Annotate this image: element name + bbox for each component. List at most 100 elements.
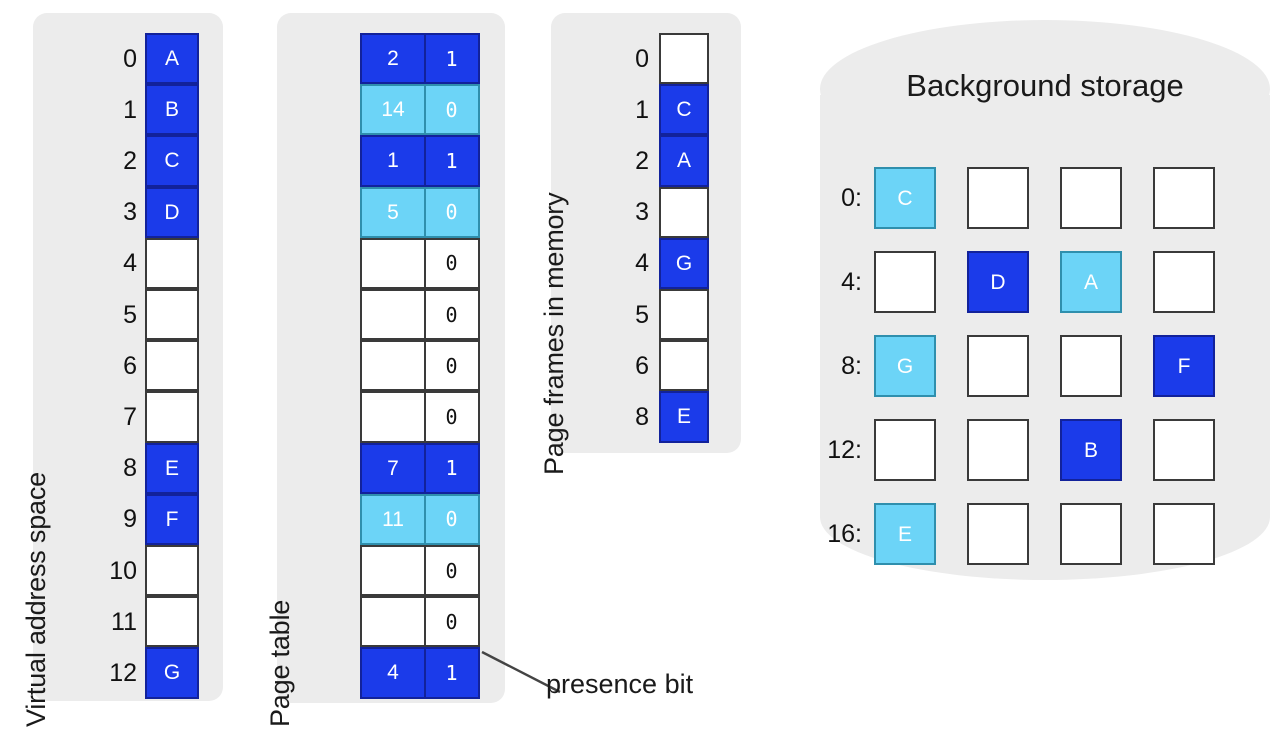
page-table-presence-cell-0: 1 [423,33,480,85]
cell-value: 14 [381,98,405,122]
page-table-frame-cell-4 [360,237,426,289]
page-table-presence-cell-3: 0 [423,186,480,238]
page-table-presence-cell-10: 0 [423,545,480,597]
vas-cell-4 [145,237,199,289]
cell-value: 0 [445,507,458,532]
vas-cell-10 [145,545,199,597]
row-index-label: 1 [123,95,137,124]
cell-value: G [896,354,914,378]
page-table-frame-cell-6 [360,340,426,392]
row-index-label: 0 [123,44,137,73]
page-table-presence-cell-9: 0 [423,493,480,545]
cell-value: 0 [445,251,458,276]
cell-value: 1 [445,660,458,685]
row-index-label: 6 [635,351,649,380]
cell-value: A [164,47,179,71]
cell-value: 0 [445,97,458,122]
cell-value: C [676,98,692,122]
cell-value: A [1083,270,1098,294]
storage-cell-r1-c3 [1153,251,1215,313]
storage-row-label: 0: [841,184,862,212]
storage-cell-r4-c1 [967,503,1029,565]
page-table-frame-cell-9: 11 [360,493,426,545]
cell-value: 1 [445,456,458,481]
page-table-frame-cell-3: 5 [360,186,426,238]
storage-cell-r4-c0: E [874,503,936,565]
page-table-presence-cell-11: 0 [423,596,480,648]
row-index-label: 5 [635,300,649,329]
page-table-frame-cell-2: 1 [360,135,426,187]
vas-cell-0: A [145,33,199,85]
page-table-presence-cell-7: 0 [423,391,480,443]
vas-cell-11 [145,596,199,648]
cell-value: 0 [445,558,458,583]
page-table-frame-cell-11 [360,596,426,648]
cell-value: 0 [445,302,458,327]
virtual-address-space-caption: Virtual address space [21,472,51,727]
storage-cell-r0-c3 [1153,167,1215,229]
cell-value: A [676,149,691,173]
page-frames-panel [551,13,741,453]
cell-value: 11 [382,507,404,531]
vas-cell-12: G [145,647,199,699]
page-table-frame-cell-0: 2 [360,33,426,85]
storage-cell-r0-c1 [967,167,1029,229]
cell-value: C [897,186,913,210]
page-frame-cell-2: A [659,135,709,187]
cell-value: 1 [387,149,399,173]
page-frame-cell-3 [659,186,709,238]
row-index-label: 6 [123,351,137,380]
storage-cell-r3-c1 [967,419,1029,481]
presence-bit-label: presence bit [546,669,694,699]
page-frame-cell-1: C [659,84,709,136]
page-table-presence-cell-8: 1 [423,442,480,494]
row-index-label: 8 [123,454,137,483]
vas-cell-2: C [145,135,199,187]
page-table-frame-cell-8: 7 [360,442,426,494]
row-index-label: 3 [123,198,137,227]
page-frame-cell-0 [659,33,709,85]
vas-cell-3: D [145,186,199,238]
cell-value: 0 [445,200,458,225]
page-frame-cell-6 [659,340,709,392]
vas-cell-5 [145,289,199,341]
cell-value: G [163,661,181,685]
storage-cell-r3-c2: B [1060,419,1122,481]
cell-value: E [897,522,912,546]
cell-value: 0 [445,353,458,378]
row-index-label: 5 [123,300,137,329]
storage-cell-r2-c3: F [1153,335,1215,397]
cell-value: 0 [445,404,458,429]
storage-row-label: 16: [827,520,862,548]
storage-cell-r0-c2 [1060,167,1122,229]
row-index-label: 8 [635,403,649,431]
row-index-label: 12 [109,659,137,687]
cell-value: B [164,98,179,122]
page-table-frame-cell-1: 14 [360,84,426,136]
vas-cell-1: B [145,84,199,136]
cell-value: 4 [387,661,399,685]
page-frame-cell-8: E [659,391,709,443]
storage-cell-r1-c0 [874,251,936,313]
storage-cell-r4-c3 [1153,503,1215,565]
cell-value: B [1083,438,1098,462]
row-index-label: 4 [123,249,137,278]
row-index-label: 10 [109,556,137,585]
row-index-label: 7 [123,403,137,431]
vas-cell-6 [145,340,199,392]
page-table-presence-cell-5: 0 [423,289,480,341]
row-index-label: 4 [635,249,649,278]
storage-cell-r3-c0 [874,419,936,481]
cell-value: 5 [387,200,399,224]
row-index-label: 1 [635,95,649,124]
storage-cell-r4-c2 [1060,503,1122,565]
vas-cell-9: F [145,493,199,545]
storage-row-label: 12: [827,436,862,464]
storage-cell-r1-c2: A [1060,251,1122,313]
storage-cell-r2-c1 [967,335,1029,397]
cylinder-top-ellipse [820,20,1270,158]
page-table-frame-cell-12: 4 [360,647,426,699]
storage-row-label: 4: [841,268,862,296]
row-index-label: 9 [123,505,137,534]
page-table-presence-cell-6: 0 [423,340,480,392]
